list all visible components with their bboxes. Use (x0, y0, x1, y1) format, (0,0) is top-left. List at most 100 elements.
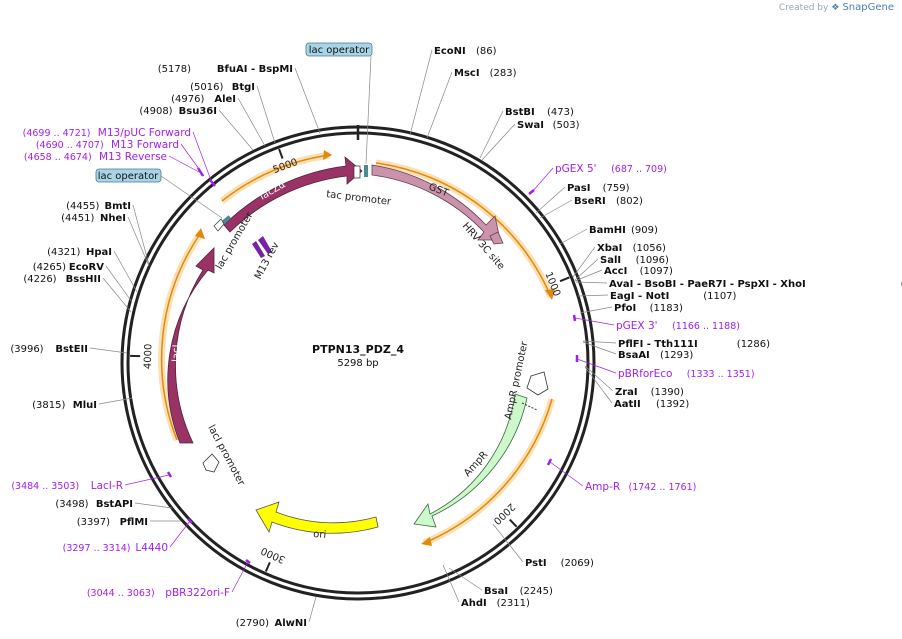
site-coord: (86) (476, 46, 497, 57)
site-leader (218, 109, 254, 151)
restriction-site: EcoNI(86) (434, 46, 497, 57)
site-leader (308, 596, 317, 623)
svg-text:lac operator: lac operator (309, 45, 370, 56)
restriction-site: BstAPI(3498) (55, 499, 133, 510)
restriction-site: BsaAI (1293) (618, 350, 693, 361)
site-name: BstEII (55, 344, 88, 355)
feature-lac-promoter (213, 218, 225, 232)
primer-name: Amp-R (585, 481, 620, 493)
site-coord: (4265) (33, 262, 66, 273)
site-leader (577, 294, 609, 297)
snapgene-watermark: Created by ❖ SnapGene (778, 2, 894, 13)
site-leader (294, 67, 321, 134)
primer: M13 Reverse (4658 .. 4674) (24, 151, 200, 173)
site-name: SwaI (517, 120, 544, 131)
site-coord: (1107) (703, 291, 736, 302)
site-leader (582, 341, 617, 355)
primer-leader (549, 461, 584, 487)
site-coord: (5016) (190, 82, 223, 93)
ampr-promoter-dash (521, 402, 538, 411)
site-leader (256, 85, 276, 144)
feature-label-laci: lacI (171, 344, 183, 362)
site-coord: (1097) (640, 266, 673, 277)
primer-name: M13/pUC Forward (98, 127, 191, 139)
feature-hrv3c (489, 231, 504, 245)
primer: LacI-R(3484 .. 3503) (11, 474, 170, 492)
primer-leader (192, 131, 213, 184)
primer-mark-laci-r (166, 471, 173, 478)
restriction-site: BstBI(473) (505, 107, 574, 118)
site-leader (574, 269, 603, 282)
site-name: AatII (614, 399, 641, 410)
site-coord: (283) (490, 68, 517, 79)
orf-arc-lacz-line (221, 154, 331, 202)
tick-label: 5000 (272, 157, 300, 176)
site-name: PstI (525, 558, 547, 569)
feature-lac-operator-marker (221, 215, 232, 225)
primer-coord: (4658 .. 4674) (24, 152, 92, 163)
feature-label-ori: ori (313, 529, 327, 541)
orf-arcs (158, 150, 556, 547)
site-coord: (2069) (561, 558, 594, 569)
restriction-site: PfoI(1183) (614, 303, 683, 314)
site-coord: (1390) (651, 387, 684, 398)
site-leader (579, 306, 613, 314)
site-coord: (802) (616, 196, 643, 207)
orf-arrowhead (323, 150, 332, 160)
site-leader (584, 365, 614, 392)
tick-mark (559, 276, 570, 283)
site-coord: (3397) (77, 517, 110, 528)
restriction-site: Bsu36I(4908) (139, 106, 217, 117)
site-coord: (1101) (901, 279, 902, 290)
restriction-site: PflMI(3397) (77, 517, 148, 528)
site-leader (479, 110, 504, 159)
site-leader (559, 228, 588, 245)
primer-name: pBRforEco (618, 368, 672, 380)
site-leader (539, 199, 573, 219)
primer-name: L4440 (135, 542, 168, 554)
site-leader (132, 204, 150, 266)
restriction-site: AvaI - BsoBI - PaeR7I - PspXI - XhoI(110… (609, 279, 902, 290)
site-name: BmtI (104, 201, 131, 212)
feature-m13-rev (258, 236, 272, 254)
orf-arrowhead (545, 289, 555, 300)
site-name: XbaI (597, 243, 622, 254)
site-leader (105, 265, 133, 303)
feature-ampr-promoter (526, 371, 549, 396)
site-coord: (4321) (47, 247, 80, 258)
orf-arrowhead (421, 537, 432, 546)
feature-tac-operator-marker (364, 165, 368, 177)
lac-operator-box-top: lac operator (305, 42, 373, 165)
feature-m13-rev-2 (252, 241, 265, 258)
primer-leader (231, 561, 249, 593)
restriction-site: BamHI(909) (589, 225, 658, 236)
primer-leader (180, 143, 205, 177)
site-name: BsaAI (618, 350, 650, 361)
site-coord: (1293) (660, 350, 693, 361)
site-leader (237, 97, 266, 147)
primer-leader (576, 358, 617, 374)
site-leader (535, 186, 566, 214)
primer-name: M13 Reverse (99, 151, 167, 163)
orf-arrowhead (195, 228, 205, 239)
site-leader (134, 502, 173, 509)
restriction-site: BstEII(3996) (10, 344, 88, 355)
primer-coord: (1333 .. 1351) (687, 369, 755, 380)
primer-leader (168, 155, 200, 173)
site-coord: (1056) (633, 243, 666, 254)
site-coord: (4908) (139, 106, 172, 117)
site-leader (582, 340, 617, 344)
site-name: NheI (100, 213, 126, 224)
primer-leader (124, 474, 170, 486)
site-coord: (1286) (737, 339, 770, 350)
site-coord: (4451) (61, 213, 94, 224)
site-name: AccI (604, 266, 627, 277)
restriction-site: MluI(3815) (32, 400, 97, 411)
restriction-site: BseRI(802) (574, 196, 643, 207)
tick-label: 4000 (143, 344, 155, 370)
site-name: BstAPI (96, 499, 133, 510)
site-leader (409, 49, 433, 136)
restriction-site: EagI - NotI(1107) (610, 291, 737, 302)
site-name: EcoRV (69, 262, 104, 273)
site-coord: (3815) (32, 400, 65, 411)
